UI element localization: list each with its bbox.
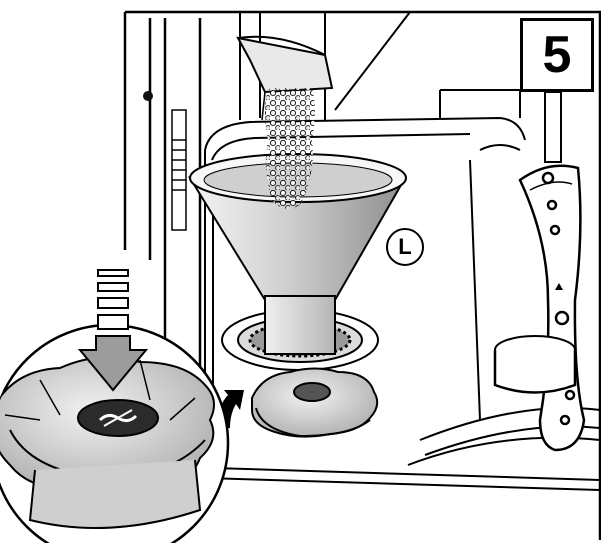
step-number: 5 (542, 26, 572, 84)
step-number-box: 5 (520, 18, 594, 92)
callout-letter: L (398, 234, 412, 259)
callout-label: L (386, 228, 424, 266)
hinge-screw-icon (143, 91, 153, 101)
dishwasher-frame (123, 10, 601, 540)
salt-granules-icon (265, 88, 315, 209)
salt-reservoir-cap (251, 367, 379, 438)
door-hinge (171, 109, 187, 231)
down-arrow-icon (77, 269, 149, 392)
spray-arm (493, 164, 586, 452)
water-pipe (544, 91, 562, 163)
zoom-lens (0, 323, 230, 543)
